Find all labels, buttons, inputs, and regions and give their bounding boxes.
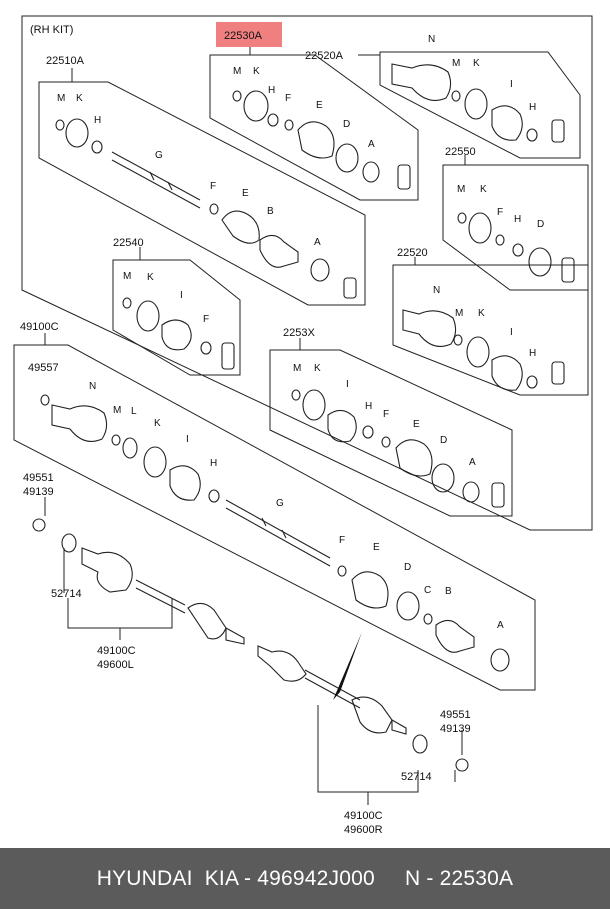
part-E: E [316,100,323,111]
part-H: H [514,214,521,225]
box-22520A [379,51,581,159]
highlight-22530A-background [216,22,282,47]
footer-text: HYUNDAI KIA - 496942J000 N - 22530A [96,866,514,890]
part-L: L [131,406,137,417]
part-K: K [147,272,154,283]
rh-kit-title: (RH KIT) [30,24,73,36]
group-label-2253X[interactable]: 2253X [283,327,315,339]
part-I: I [186,434,189,445]
part-K: K [480,184,487,195]
part-H: H [94,115,101,126]
part-M: M [457,184,465,195]
part-K: K [314,363,321,374]
part-C: C [424,585,431,596]
group-label-22550[interactable]: 22550 [445,146,476,158]
part-D: D [537,219,544,230]
part-M: M [293,363,301,374]
part-B: B [267,206,274,217]
part-M: M [233,66,241,77]
group-label-22540[interactable]: 22540 [113,237,144,249]
callout-49139: 49139 [23,486,54,498]
group-label-22530A[interactable]: 22530A [224,30,263,42]
part-F: F [285,93,291,104]
part-M: M [57,93,65,104]
part-I: I [510,327,513,338]
part-D: D [404,562,411,573]
box-49100C [13,344,536,691]
part-A: A [469,457,476,468]
parts-diagram: (RH KIT) 22530A 22510A 22520A 22550 2254… [13,15,593,836]
part-I: I [346,379,349,390]
rh-kit-frame [21,15,593,531]
part-M: M [452,58,460,69]
part-E: E [373,542,380,553]
part-G: G [276,498,284,509]
part-number-footer: HYUNDAI KIA - 496942J000 N - 22530A [0,848,610,909]
part-F: F [203,314,209,325]
callout-49551: 49551 [23,472,54,484]
part-I: I [510,79,513,90]
box-2253X [269,349,513,517]
part-A: A [497,620,504,631]
part-K: K [253,66,260,77]
callout-49139: 49139 [440,723,471,735]
part-I: I [180,290,183,301]
callout-49600R: 49600R [344,824,383,836]
part-H: H [268,85,275,96]
part-H: H [529,348,536,359]
group-label-22520A[interactable]: 22520A [305,50,344,62]
callout-49551: 49551 [440,709,471,721]
part-D: D [343,119,350,130]
part-M: M [455,308,463,319]
box-22510A [38,81,366,306]
part-F: F [210,181,216,192]
box-22540 [112,259,241,376]
part-F: F [383,409,389,420]
group-label-49100C[interactable]: 49100C [20,321,59,333]
callout-49600L: 49600L [97,659,134,671]
callout-49100C: 49100C [344,810,383,822]
part-N: N [89,381,96,392]
callout-49557: 49557 [28,362,59,374]
part-N: N [433,285,440,296]
part-D: D [440,435,447,446]
part-F: F [339,535,345,546]
part-H: H [529,102,536,113]
part-M: M [113,405,121,416]
part-K: K [76,93,83,104]
separator-wedge [333,632,362,700]
part-shapes [32,63,575,772]
part-A: A [314,237,321,248]
callout-52714: 52714 [401,771,432,783]
part-E: E [242,188,249,199]
box-22520 [392,264,589,396]
part-K: K [154,418,161,429]
group-label-22520[interactable]: 22520 [397,247,428,259]
box-22550 [442,164,589,291]
box-22530A [209,54,419,201]
part-G: G [155,150,163,161]
part-M: M [123,271,131,282]
part-H: H [210,458,217,469]
part-N: N [428,34,435,45]
part-E: E [413,419,420,430]
part-K: K [478,308,485,319]
callout-52714: 52714 [51,588,82,600]
callout-49100C: 49100C [97,645,136,657]
part-K: K [473,58,480,69]
group-label-22510A[interactable]: 22510A [46,55,85,67]
part-B: B [445,586,452,597]
part-F: F [497,207,503,218]
part-A: A [368,139,375,150]
part-H: H [365,401,372,412]
